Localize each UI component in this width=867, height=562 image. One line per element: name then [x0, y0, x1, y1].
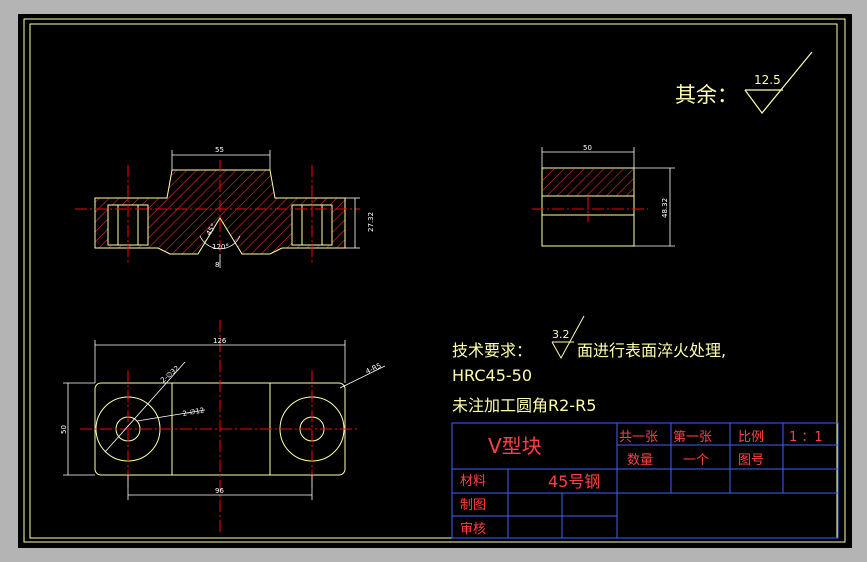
dim-8-text: 8 — [215, 261, 219, 269]
dim-96-text: 96 — [215, 487, 224, 495]
tb-quantity-value: 一个 — [683, 453, 709, 468]
drawing-frame-inner — [29, 23, 838, 539]
roughness-symbol — [744, 51, 813, 114]
title-block-text: V型块 共一张 第一张 比例 1 ：1 数量 一个 图号 材料 45号钢 制图 … — [460, 430, 823, 537]
tb-drawing-no-label: 图号 — [738, 453, 764, 468]
dim-50-text: 50 — [583, 144, 592, 152]
drawing-background — [18, 14, 852, 548]
dim-hole-small-text: 2-∅12 — [182, 406, 205, 418]
tb-sheet-index: 第一张 — [673, 430, 712, 445]
tb-scale-value: 1 ：1 — [789, 430, 823, 445]
front-view: 55 27.32 45° 120° 8 — [75, 146, 375, 269]
drawing-frame-outer — [23, 18, 846, 543]
technical-requirements: 技术要求： 3.2 面进行表面淬火处理, HRC45-50 未注加工圆角R2-R… — [452, 315, 726, 415]
dim-2732-text: 27.32 — [367, 212, 375, 232]
dim-angle-arc — [199, 235, 241, 250]
dim-corner-leader — [339, 365, 386, 389]
surface-finish-note: 其余： 12.5 — [675, 51, 813, 114]
title-block — [451, 422, 839, 539]
dim-50-left-text: 50 — [60, 425, 68, 434]
tb-material-label: 材料 — [460, 474, 486, 489]
dim-hole-small-leader — [136, 409, 206, 422]
side-view-hatch-top — [543, 169, 633, 196]
dim-hole-large-leader — [104, 361, 186, 453]
tb-sheet-total: 共一张 — [619, 430, 658, 445]
tb-quantity-label: 数量 — [627, 453, 653, 468]
tech-req-roughness-symbol — [551, 315, 585, 360]
tech-req-line3: 未注加工圆角R2-R5 — [452, 396, 596, 415]
dim-4832-text: 48.32 — [661, 198, 669, 218]
tech-req-roughness-value: 3.2 — [552, 328, 570, 341]
dim-55-text: 55 — [215, 146, 224, 154]
tech-req-line1-suffix: 面进行表面淬火处理, — [577, 341, 726, 360]
tb-checked-label: 审核 — [460, 522, 486, 537]
side-view-outline — [541, 167, 635, 247]
title-block-frame — [451, 422, 839, 539]
side-view: 50 48.32 — [532, 144, 675, 247]
dim-126-text: 126 — [213, 337, 227, 345]
dim-120-text: 120° — [212, 243, 229, 251]
roughness-value: 12.5 — [754, 73, 781, 87]
surface-finish-label: 其余： — [675, 83, 738, 107]
tb-part-name: V型块 — [488, 434, 542, 458]
tb-drawn-label: 制图 — [460, 498, 486, 513]
tech-req-line2: HRC45-50 — [452, 366, 532, 385]
tech-req-line1-prefix: 技术要求： — [452, 341, 532, 360]
tb-scale-label: 比例 — [738, 430, 764, 445]
tb-material-value: 45号钢 — [548, 472, 600, 491]
